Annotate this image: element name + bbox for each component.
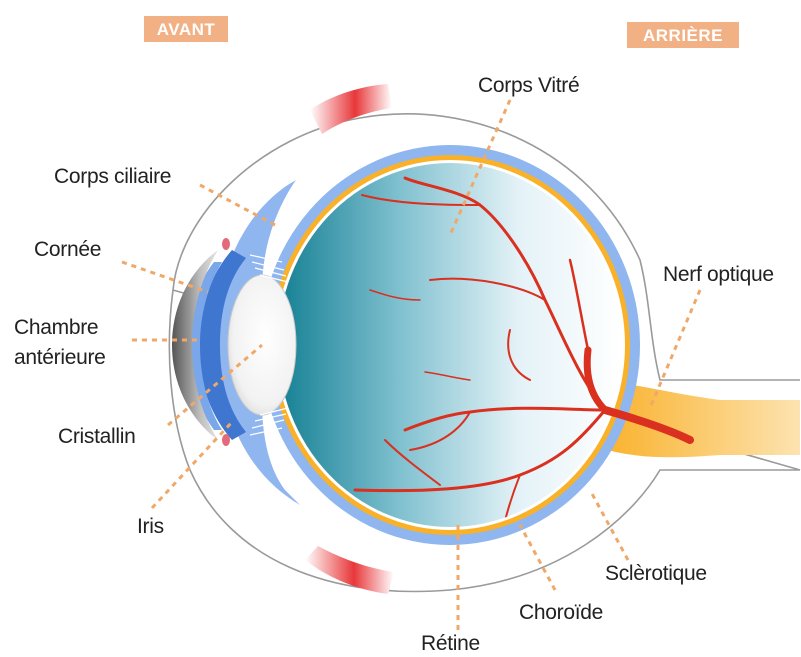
label-sclerotique: Sclèrotique xyxy=(605,562,707,585)
label-corps-ciliaire: Corps ciliaire xyxy=(54,165,171,188)
vitreous-body xyxy=(278,163,622,527)
label-choroide: Choroïde xyxy=(519,601,603,624)
label-nerf-optique: Nerf optique xyxy=(663,263,774,286)
label-chambre-line1: Chambre xyxy=(14,316,98,339)
label-retine: Rétine xyxy=(421,632,480,655)
label-corps-vitre: Corps Vitré xyxy=(478,74,579,97)
label-cristallin: Cristallin xyxy=(58,425,136,448)
badge-front-text: AVANT xyxy=(157,20,216,39)
label-iris: Iris xyxy=(137,515,164,538)
conjunctiva-mark-top xyxy=(222,238,230,250)
conjunctiva-mark-bottom xyxy=(222,434,230,446)
badge-back-text: ARRIÈRE xyxy=(643,26,723,45)
label-chambre-line2: antérieure xyxy=(14,346,106,369)
muscle-bottom xyxy=(305,546,394,594)
label-cornee: Cornée xyxy=(34,238,101,261)
muscle-top xyxy=(310,84,392,134)
